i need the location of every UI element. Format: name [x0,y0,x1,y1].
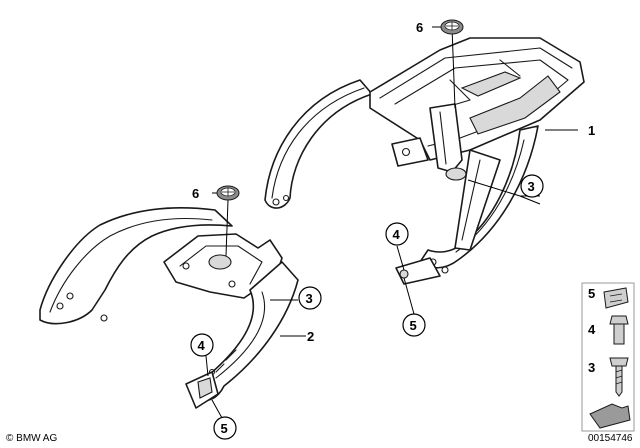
svg-text:4: 4 [588,322,596,337]
spacer-bolt-icon [609,315,629,345]
svg-text:4: 4 [393,227,401,242]
svg-text:3: 3 [588,360,595,375]
luggage-carrier-large [264,37,585,285]
copyright-text: © BMW AG [6,433,58,444]
callout-3-left: 3 [298,286,322,310]
callout-6-top: 6 [416,20,423,35]
cover-cap-top [440,19,464,35]
legend-item-4: 4 [588,315,629,345]
callout-3-right: 3 [520,174,544,198]
legend-item-3: 3 [588,357,629,397]
callout-4-right: 4 [385,222,409,246]
svg-text:4: 4 [198,338,206,353]
luggage-carrier-small [39,207,299,409]
svg-text:3: 3 [306,291,313,306]
cover-cap-left [216,185,240,201]
svg-text:5: 5 [410,318,417,333]
arrow-marker-icon [589,403,631,429]
hardware-legend: 5 4 3 [581,282,635,432]
diagram-number: 00154746 [588,433,633,444]
legend-item-5: 5 [588,286,629,309]
svg-text:5: 5 [588,286,595,301]
callout-6-left: 6 [192,186,199,201]
svg-text:3: 3 [528,179,535,194]
clip-nut-icon [603,287,629,309]
callout-5-right: 5 [402,313,426,337]
svg-text:5: 5 [221,421,228,436]
callout-2: 2 [307,329,314,344]
callout-4-left: 4 [190,333,214,357]
callout-5-left: 5 [213,416,237,440]
callout-1: 1 [588,123,595,138]
